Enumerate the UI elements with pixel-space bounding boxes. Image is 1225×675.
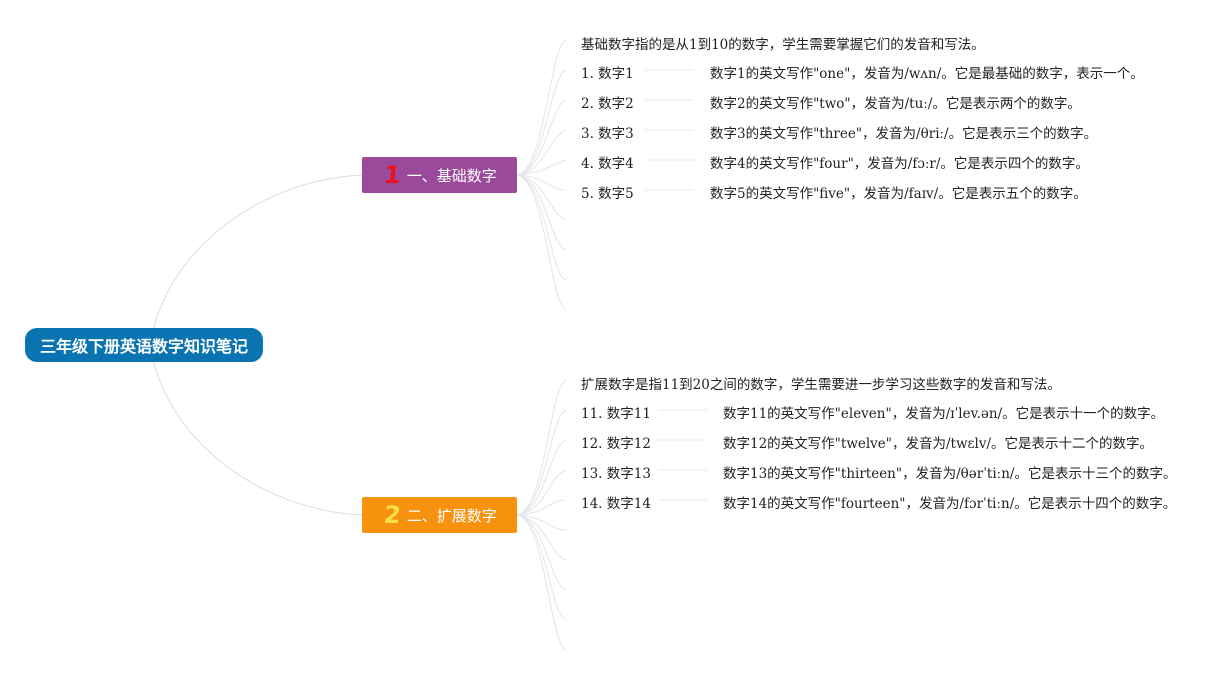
branch-1-item-title[interactable]: 4. 数字4 — [581, 156, 634, 172]
branch-topic-extended-numbers[interactable]: 2 二、扩展数字 — [362, 497, 517, 533]
branch-1-intro[interactable]: 基础数字指的是从1到10的数字，学生需要掌握它们的发音和写法。 — [581, 37, 985, 53]
connector-root-branch-1 — [149, 174, 363, 346]
root-topic-label: 三年级下册英语数字知识笔记 — [39, 337, 248, 356]
branch-2-item-title[interactable]: 12. 数字12 — [581, 436, 651, 452]
branch-2-item-desc[interactable]: 数字14的英文写作"fourteen"，发音为/fɔrˈtiːn/。它是表示十四… — [723, 496, 1177, 512]
branch-topic-basic-numbers[interactable]: 1 一、基础数字 — [362, 157, 517, 193]
branch-2-item-title[interactable]: 11. 数字11 — [581, 406, 651, 422]
branch-1-item-desc[interactable]: 数字5的英文写作"five"，发音为/faɪv/。它是表示五个的数字。 — [710, 186, 1087, 202]
branch-2-intro[interactable]: 扩展数字是指11到20之间的数字，学生需要进一步学习这些数字的发音和写法。 — [581, 377, 1061, 393]
connector-root-branch-2 — [149, 344, 363, 516]
branch-2-item-title[interactable]: 13. 数字13 — [581, 466, 651, 482]
branch-1-item-links — [645, 69, 694, 191]
branch-2-item-links — [658, 409, 707, 501]
root-topic[interactable]: 三年级下册英语数字知识笔记 — [25, 328, 263, 362]
branch-2-item-desc[interactable]: 数字11的英文写作"eleven"，发音为/ɪˈlev.ən/。它是表示十一个的… — [723, 406, 1165, 422]
branch-2-item-desc[interactable]: 数字13的英文写作"thirteen"，发音为/θərˈtiːn/。它是表示十三… — [723, 466, 1177, 482]
branch-1-item-title[interactable]: 2. 数字2 — [581, 96, 634, 112]
branch-number-badge: 2 — [382, 501, 403, 529]
branch-topic-label: 二、扩展数字 — [406, 506, 497, 525]
branch-number-badge: 1 — [382, 161, 403, 189]
branch-1-item-title[interactable]: 5. 数字5 — [581, 186, 634, 202]
branch-1-item-title[interactable]: 1. 数字1 — [581, 66, 634, 82]
branch-1-item-desc[interactable]: 数字1的英文写作"one"，发音为/wʌn/。它是最基础的数字，表示一个。 — [710, 66, 1144, 82]
branch-2-item-desc[interactable]: 数字12的英文写作"twelve"，发音为/twɛlv/。它是表示十二个的数字。 — [723, 436, 1154, 452]
branch-1-item-desc[interactable]: 数字4的英文写作"four"，发音为/fɔːr/。它是表示四个的数字。 — [710, 156, 1089, 172]
branch-1-fan — [516, 39, 567, 311]
branch-1-item-title[interactable]: 3. 数字3 — [581, 126, 634, 142]
branch-1-item-desc[interactable]: 数字3的英文写作"three"，发音为/θriː/。它是表示三个的数字。 — [710, 126, 1098, 142]
branch-topic-label: 一、基础数字 — [406, 166, 497, 185]
branch-2-fan — [516, 379, 567, 651]
branch-2-item-title[interactable]: 14. 数字14 — [581, 496, 651, 512]
branch-1-item-desc[interactable]: 数字2的英文写作"two"，发音为/tuː/。它是表示两个的数字。 — [710, 96, 1081, 112]
